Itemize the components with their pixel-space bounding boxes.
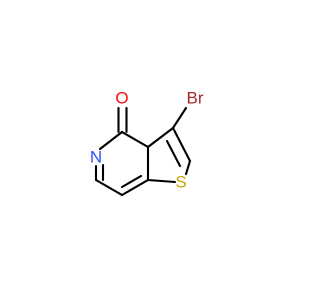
atom-oxygen: O	[115, 89, 128, 108]
bond-c4-n5	[98, 130, 124, 151]
bond-c4-c3a	[120, 130, 150, 149]
bond-c3-c2-double	[165, 139, 182, 168]
bond-c7-c7a-double	[120, 174, 143, 189]
bond-s-c7a	[146, 178, 177, 184]
atom-nitrogen: N	[90, 148, 102, 167]
bond-c3-c2	[171, 126, 192, 163]
atom-bromine: Br	[187, 89, 204, 108]
atom-sulfur: S	[175, 173, 186, 192]
bond-c6-c7	[94, 178, 124, 197]
bond-c3a-c3	[146, 126, 175, 149]
molecule-canvas: O Br N S	[90, 89, 204, 197]
bond-c3-br	[171, 106, 188, 130]
molecule-structure: O Br N S	[90, 89, 204, 197]
bond-c7-c7a	[120, 178, 150, 197]
bond-c2-s	[184, 159, 192, 176]
